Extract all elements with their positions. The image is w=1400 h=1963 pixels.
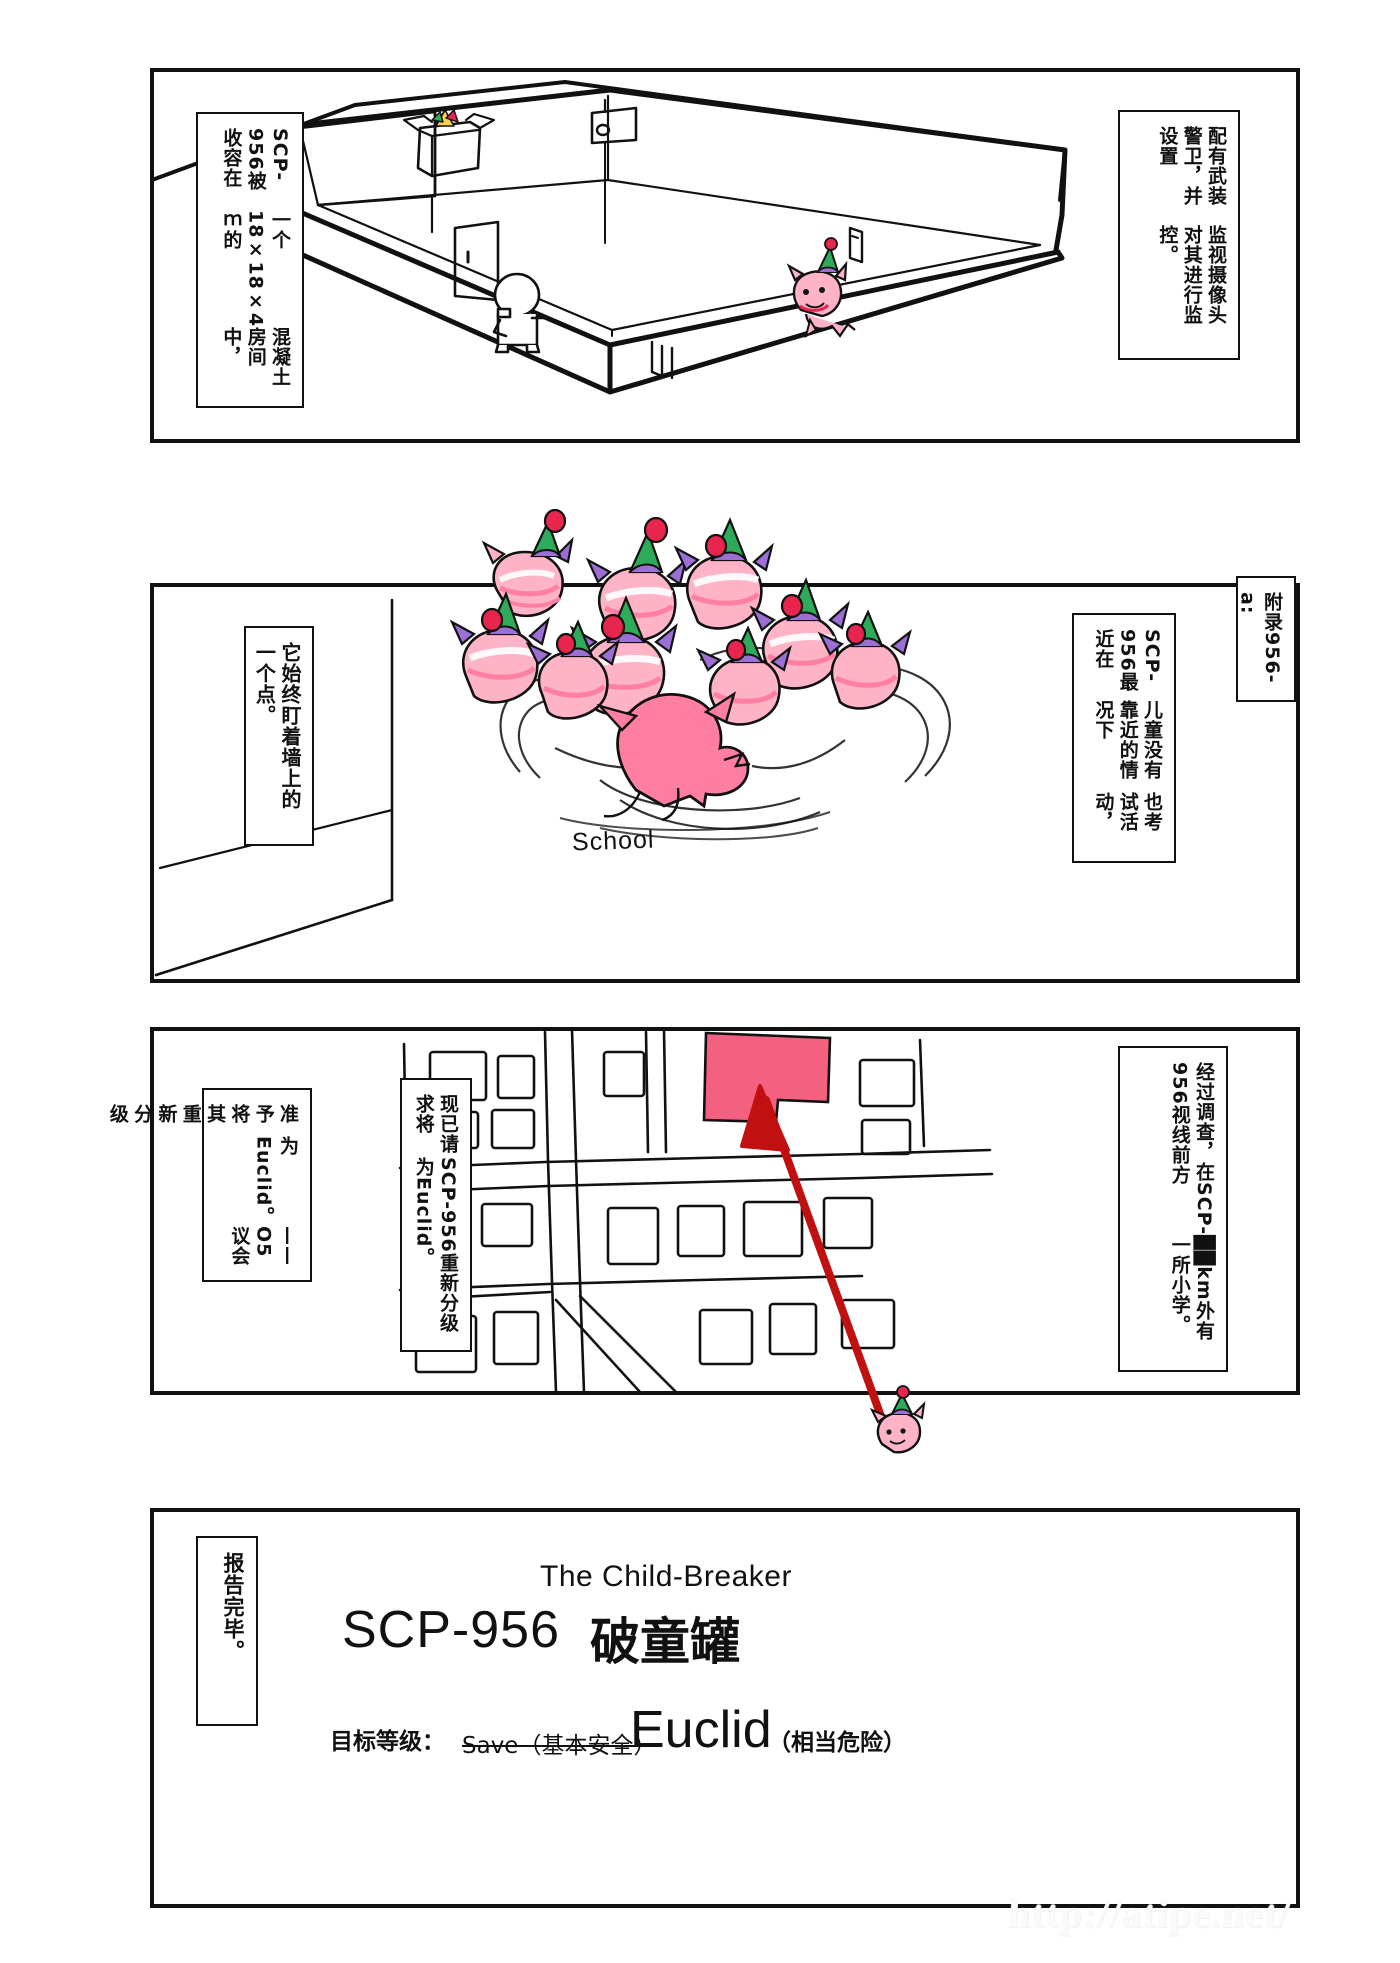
caption-recent-line-2: 儿童没有靠近的情况下: [1092, 700, 1163, 781]
caption-stare: 它始终盯着墙上的一个点。: [244, 626, 314, 846]
caption-recent-line-3: 也考试活动，: [1092, 792, 1163, 833]
site-watermark: http://atipe.net/: [1006, 1891, 1292, 1936]
caption-appendix: 附录956-a:: [1236, 576, 1296, 702]
caption-guards: 配有武装警卫，并设置 监视摄像头对其进行监控。: [1118, 110, 1240, 360]
caption-request-line-2: SCP-956重新分级为Euclid。: [412, 1156, 459, 1333]
caption-o5-line-1: 准予将其重新分级: [106, 1104, 299, 1124]
scp-956-creature-panel3: [869, 1385, 926, 1454]
caption-recent-activity: SCP-956最近在 儿童没有靠近的情况下 也考试活动，: [1072, 613, 1176, 863]
caption-o5-line-2: 为Euclid。: [252, 1135, 299, 1226]
caption-reclass-request: 现已请求将 SCP-956重新分级为Euclid。: [400, 1078, 472, 1352]
title-block: The Child-Breaker SCP-956 破童罐 目标等级： Save…: [330, 1560, 1090, 1820]
object-class-new: Euclid: [630, 1701, 772, 1759]
title-designation: SCP-956: [342, 1601, 560, 1659]
caption-recent-line-1: SCP-956最近在: [1092, 629, 1163, 692]
school-label: School: [571, 825, 655, 857]
caption-o5-line-3: ——O5议会: [228, 1226, 299, 1266]
object-class-old-struck: Save（基本安全）: [462, 1733, 657, 1759]
caption-appendix-line-1: 附录956-a:: [1236, 592, 1283, 684]
caption-survey: 经过调查，在SCP-956视线前方 ██km外有一所小学。: [1118, 1046, 1228, 1372]
caption-containment-line-3: 混凝土房间中，: [220, 326, 291, 387]
caption-request-line-1: 现已请求将: [412, 1094, 459, 1154]
caption-end-report: 报告完毕。: [196, 1536, 258, 1726]
object-class-new-note: （相当危险）: [768, 1730, 906, 1756]
caption-containment-line-1: SCP-956被收容在: [220, 128, 291, 191]
caption-guards-line-2: 监视摄像头对其进行监控。: [1156, 225, 1227, 326]
caption-end-report-line-1: 报告完毕。: [221, 1552, 245, 1662]
caption-stare-line-1: 它始终盯着墙上的一个点。: [252, 642, 302, 810]
caption-survey-line-2: ██km外有一所小学。: [1168, 1235, 1215, 1342]
caption-survey-line-1: 经过调查，在SCP-956视线前方: [1168, 1062, 1215, 1236]
panel-title-card: [150, 1508, 1300, 1908]
object-class-label: 目标等级：: [330, 1729, 445, 1755]
caption-guards-line-1: 配有武装警卫，并设置: [1156, 126, 1227, 206]
title-chinese-name: 破童罐: [590, 1613, 740, 1671]
title-english-subtitle: The Child-Breaker: [540, 1560, 792, 1593]
caption-containment-line-2: 一个18×18×4ｍ的: [220, 209, 291, 327]
caption-o5-ruling: 准予将其重新分级 为Euclid。 ——O5议会: [106, 1088, 312, 1282]
caption-containment: SCP-956被收容在 一个18×18×4ｍ的 混凝土房间中，: [196, 112, 304, 408]
